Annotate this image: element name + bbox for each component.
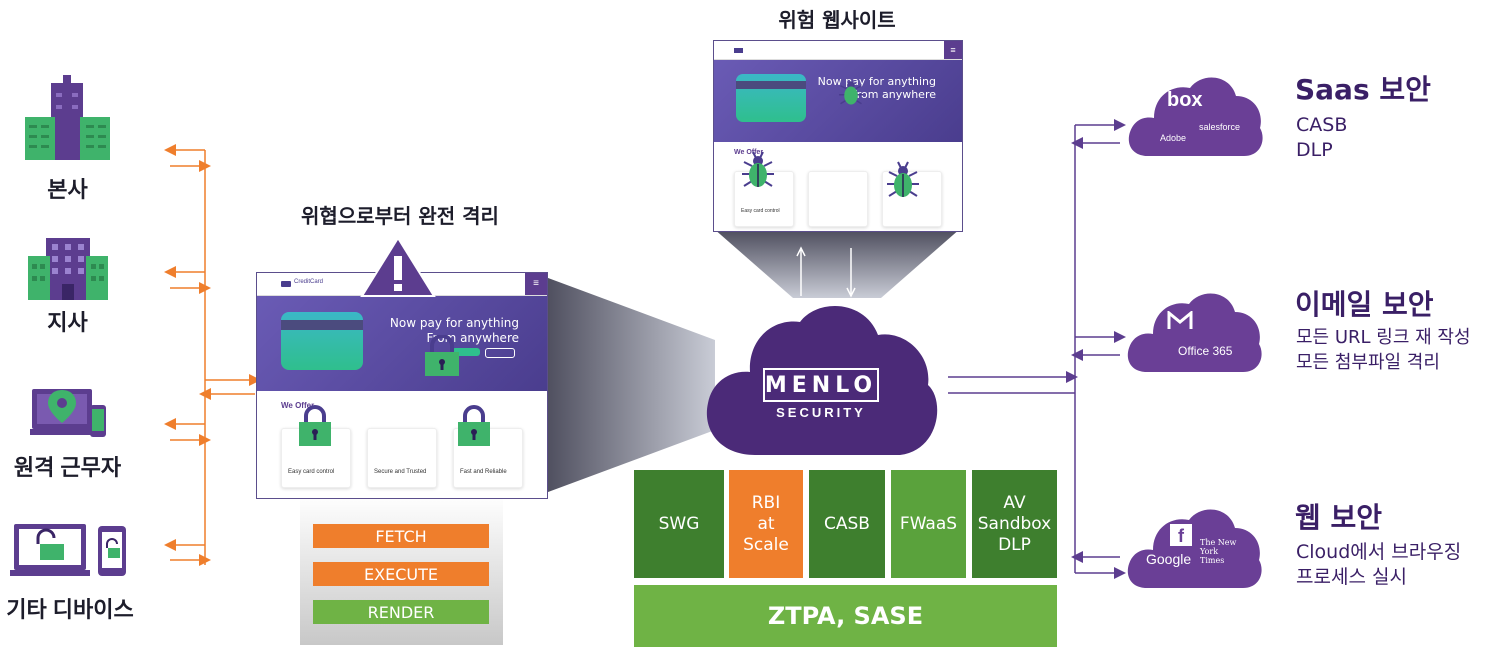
other-devices-icon <box>10 524 126 576</box>
risky-hero-line1: Now pay for anything <box>817 75 936 88</box>
offer-title: We Offer <box>281 401 315 410</box>
risky-site-title: 위험 웹사이트 <box>778 8 896 32</box>
saas-cloud <box>1128 77 1263 156</box>
left-label-hq: 본사 <box>47 177 88 202</box>
menlo-logo-text: MENLO <box>764 372 878 398</box>
brand-logo-icon <box>281 281 291 287</box>
left-label-remote: 원격 근무자 <box>13 455 122 480</box>
gmail-icon <box>1167 311 1193 329</box>
isolation-title: 위협으로부터 완전 격리 <box>301 204 499 228</box>
google-logo: Google <box>1146 551 1192 567</box>
saas-sub2: DLP <box>1296 139 1333 161</box>
web-cloud <box>1127 509 1262 588</box>
email-title: 이메일 보안 <box>1295 288 1434 321</box>
risky-hero: Now pay for anything From anywhere <box>714 60 962 142</box>
left-connector-lines <box>164 144 260 566</box>
risky-card-2 <box>808 171 868 227</box>
facebook-icon: f <box>1170 524 1192 546</box>
email-cloud <box>1127 293 1262 372</box>
web-title: 웹 보안 <box>1295 501 1383 534</box>
remote-worker-laptop-icon <box>30 389 106 437</box>
step-execute: EXECUTE <box>313 562 489 586</box>
padlock-icon <box>458 405 490 446</box>
risky-site-beam <box>713 228 961 298</box>
email-sub2: 모든 첨부파일 격리 <box>1296 352 1440 373</box>
padlock-icon <box>299 405 331 446</box>
web-sub1: Cloud에서 브라우징 <box>1296 541 1462 563</box>
risky-hero-line2: From anywhere <box>851 88 936 101</box>
risky-card-3 <box>882 171 942 227</box>
service-rbi: RBI at Scale <box>729 470 803 578</box>
isolation-beam <box>540 275 715 495</box>
hero-button-primary[interactable] <box>452 348 480 356</box>
service-swg: SWG <box>634 470 724 578</box>
risky-menu-icon: ≡ <box>944 41 962 59</box>
saas-title: Saas 보안 <box>1295 73 1431 106</box>
headquarters-building-icon <box>25 75 110 160</box>
risky-offer-title: We Offer <box>734 149 764 156</box>
menlo-logo-subtext: SECURITY <box>776 405 866 420</box>
adobe-logo: Adobe <box>1160 133 1187 143</box>
service-av-sandbox-dlp: AV Sandbox DLP <box>972 470 1057 578</box>
malware-bug-icon <box>742 151 774 187</box>
email-sub1: 모든 URL 링크 재 작성 <box>1296 327 1471 348</box>
right-connector-lines <box>948 119 1126 579</box>
office365-logo: Office 365 <box>1178 344 1233 358</box>
step-fetch: FETCH <box>313 524 489 548</box>
service-casb: CASB <box>809 470 885 578</box>
menlo-logo-box: MENLO <box>763 368 879 402</box>
hero-line1: Now pay for anything <box>389 316 519 330</box>
offer-card-2: Secure and Trusted <box>367 428 437 488</box>
nytimes-logo: The New York Times <box>1200 538 1237 565</box>
ztpa-sase-bar: ZTPA, SASE <box>634 585 1057 647</box>
brand-name: CreditCard <box>294 279 324 285</box>
warning-triangle-icon <box>360 236 436 297</box>
saas-sub1: CASB <box>1296 114 1348 136</box>
salesforce-logo: salesforce <box>1199 122 1241 132</box>
web-sub2: 프로세스 실시 <box>1296 566 1407 588</box>
step-render: RENDER <box>313 600 489 624</box>
branch-building-icon <box>28 238 108 300</box>
isolated-browser-window: CreditCard ≡ Now pay for anything From a… <box>256 272 548 499</box>
left-label-devices: 기타 디바이스 <box>6 597 134 622</box>
risky-brand-logo-icon <box>734 48 743 53</box>
service-fwaas: FWaaS <box>891 470 966 578</box>
offer-card-1: Easy card control <box>281 428 351 488</box>
menlo-cloud <box>706 306 938 455</box>
malware-bug-icon <box>839 81 863 105</box>
padlock-icon <box>425 335 459 376</box>
hero-button-secondary[interactable] <box>485 348 515 358</box>
menu-icon: ≡ <box>525 273 547 295</box>
risky-navbar: ≡ <box>714 41 962 60</box>
box-logo: box <box>1167 89 1203 111</box>
malware-bug-icon <box>887 161 919 197</box>
browser-hero: Now pay for anything From anywhere <box>257 296 547 391</box>
risky-browser-window: ≡ Now pay for anything From anywhere We … <box>713 40 963 232</box>
left-label-branch: 지사 <box>47 310 88 335</box>
